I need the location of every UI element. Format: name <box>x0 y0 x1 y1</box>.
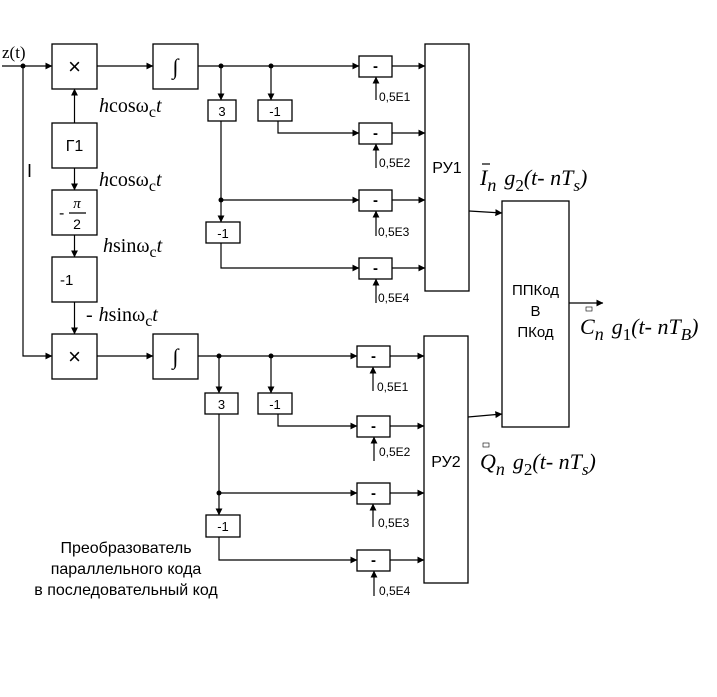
svg-text:0,5E2: 0,5E2 <box>379 156 411 170</box>
diagram-caption: Преобразователь параллельного кода в пос… <box>0 538 252 601</box>
svg-text:0,5E3: 0,5E3 <box>378 516 410 530</box>
generator-g1 <box>51 122 98 169</box>
phase-shift-label: - π 2 <box>59 196 86 232</box>
lower-subtractor-2: - 0,5E2 <box>356 415 425 461</box>
svg-text:-: - <box>371 485 376 502</box>
signal-h-cos-2: hcosωct <box>99 169 162 195</box>
svg-text:-: - <box>373 58 378 75</box>
ru1-to-converter-line <box>468 209 503 217</box>
signal-h-cos-1: hcosωct <box>99 95 162 121</box>
svg-text:0,5E1: 0,5E1 <box>377 380 409 394</box>
upper-subtractor-3: - 0,5E3 <box>358 189 426 239</box>
lower-inverter-a-label: -1 <box>269 397 281 412</box>
upper-inv-a-to-sub2-line <box>277 121 360 137</box>
caption-line-2: параллельного кода <box>50 561 202 578</box>
lower-integrator-symbol: ∫ <box>170 344 180 370</box>
lower-inv-a-to-sub2-line <box>277 414 358 430</box>
upper-triple-box <box>207 99 237 122</box>
svg-text:-: - <box>371 348 376 365</box>
lower-inverter-b-label: -1 <box>217 519 229 534</box>
carrier-inverter <box>51 256 98 303</box>
upper-inverter-a-label: -1 <box>269 104 281 119</box>
upper-inverter-a <box>257 99 293 122</box>
converter-line-1: ППКод <box>512 282 559 299</box>
caption-line-1: Преобразователь <box>60 540 192 557</box>
decision-device-1 <box>424 43 470 292</box>
lower-integrator <box>152 333 199 380</box>
lower-inv-b-to-sub4-line <box>218 537 358 564</box>
svg-text:-: - <box>373 192 378 209</box>
signal-h-sin-2: -hsinωct <box>86 304 158 330</box>
svg-text:0,5E2: 0,5E2 <box>379 445 411 459</box>
parallel-serial-converter <box>501 200 570 428</box>
lower-subtractor-3: - 0,5E3 <box>356 482 425 530</box>
svg-text:0,5E4: 0,5E4 <box>378 291 410 305</box>
svg-text:-: - <box>59 205 64 222</box>
svg-text:-: - <box>371 552 376 569</box>
svg-text:-: - <box>373 260 378 277</box>
upper-inverter-b <box>205 221 241 244</box>
svg-text:-: - <box>373 125 378 142</box>
upper-mixer-symbol: × <box>68 54 81 79</box>
lower-mixer-symbol: × <box>68 344 81 369</box>
lower-triple-label: 3 <box>218 397 225 412</box>
svg-text:π: π <box>73 196 81 212</box>
lower-triple-box <box>204 392 239 415</box>
upper-inverter-b-label: -1 <box>217 226 229 241</box>
decision-device-2 <box>423 335 469 584</box>
svg-text:0,5E1: 0,5E1 <box>379 90 411 104</box>
converter-line-3: ПКод <box>517 324 554 341</box>
ru2-to-converter-line <box>467 411 503 419</box>
upper-inv-b-to-sub4-line <box>220 243 360 272</box>
decision-device-2-label: РУ2 <box>431 454 460 471</box>
svg-text:-: - <box>371 418 376 435</box>
carrier-inverter-label: -1 <box>60 272 73 289</box>
input-to-lower-mixer-line <box>22 66 53 360</box>
branch-marker: I <box>27 161 32 181</box>
upper-subtractor-2: - 0,5E2 <box>358 122 426 170</box>
svg-text:0,5E4: 0,5E4 <box>379 584 411 598</box>
generator-label: Г1 <box>66 138 84 155</box>
lower-inverter-b <box>205 514 241 538</box>
signal-h-sin-1: hsinωct <box>103 235 163 261</box>
upper-triple-label: 3 <box>218 104 225 119</box>
lower-inverter-a <box>257 392 293 415</box>
svg-text:2: 2 <box>73 216 81 232</box>
lower-subtractor-1: - 0,5E1 <box>356 345 425 394</box>
decision-device-1-label: РУ1 <box>432 160 461 177</box>
upper-integrator-symbol: ∫ <box>170 54 180 80</box>
lower-mixer <box>51 333 98 380</box>
upper-integrator <box>152 43 199 90</box>
upper-subtractor-1: - 0,5E1 <box>358 55 426 104</box>
svg-text:0,5E3: 0,5E3 <box>378 225 410 239</box>
upper-subtractor-4: - 0,5E4 <box>358 257 426 305</box>
input-label: z(t) <box>2 43 26 62</box>
converter-line-2: В <box>530 303 540 320</box>
lower-subtractor-4: - 0,5E4 <box>356 549 425 598</box>
caption-line-3: в последовательный код <box>34 582 218 599</box>
